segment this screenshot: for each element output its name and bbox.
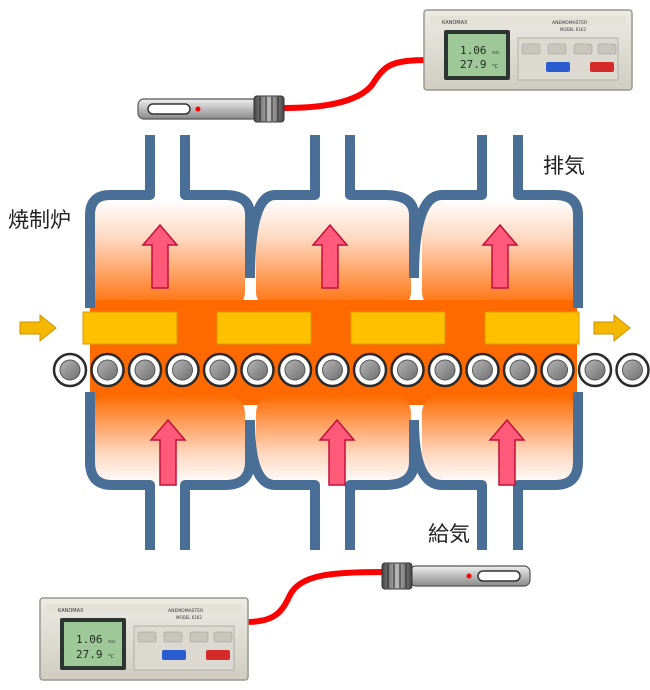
chamber-wall-bottom <box>85 392 583 550</box>
conveyor-roller-hub <box>547 359 568 381</box>
conveyor-roller-hub <box>584 359 606 381</box>
heat-arrow-up <box>149 418 187 486</box>
conveyor-roller-hub <box>622 359 643 381</box>
meter-button-red <box>206 650 230 660</box>
intake-label: 給気 <box>428 522 470 546</box>
meter-button <box>597 43 617 55</box>
probe-sensor-window <box>147 103 191 115</box>
conveyor-roller-hub <box>284 359 306 381</box>
conveyor-roller-hub <box>172 359 193 381</box>
meter-reading-temperature: 27.9 <box>76 648 103 661</box>
meter-button <box>163 631 183 643</box>
meter-button-blue <box>546 62 570 72</box>
meter-reading-velocity: 1.06 <box>460 44 487 57</box>
chamber-wall-top <box>85 135 583 308</box>
heat-arrow-up <box>481 223 519 289</box>
meter-model-number: MODEL 6162 <box>176 615 202 620</box>
meter-model-name: ANEMOMASTER <box>552 20 587 26</box>
anemometer-bottom: KANOMAX ANEMOMASTER MODEL 6162 1.06 m/s … <box>39 597 249 681</box>
meter-reading-velocity: 1.06 <box>76 633 103 646</box>
meter-lcd <box>448 34 506 76</box>
cable-top <box>281 57 433 111</box>
meter-brand: KANOMAX <box>442 20 468 26</box>
meter-button-red <box>590 62 614 72</box>
meter-reading-velocity-unit: m/s <box>492 50 499 55</box>
work-piece <box>82 311 178 345</box>
probe-sensor-dot <box>466 573 472 579</box>
conveyor-roller-hub <box>359 359 381 381</box>
meter-reading-temperature: 27.9 <box>460 58 487 71</box>
meter-brand: KANOMAX <box>58 608 84 614</box>
meter-button-blue <box>162 650 186 660</box>
intake-arrows <box>149 418 526 486</box>
conveyor-roller-hub <box>59 359 81 381</box>
meter-model-name: ANEMOMASTER <box>168 608 203 614</box>
meter-button <box>213 631 233 643</box>
meter-reading-temperature-unit: °C <box>108 654 115 660</box>
exhaust-arrows <box>141 223 519 289</box>
meter-lcd <box>64 622 122 666</box>
work-piece <box>350 311 446 345</box>
heat-arrow-up <box>311 223 349 289</box>
heat-arrow-up <box>318 418 356 486</box>
meter-button <box>521 43 541 55</box>
meter-model-number: MODEL 6162 <box>560 27 586 32</box>
furnace-label: 焼制炉 <box>8 208 71 232</box>
conveyor-roller-hub <box>134 359 156 381</box>
conveyor-roller-hub <box>322 359 343 381</box>
work-pieces <box>82 311 580 345</box>
inflow-arrow <box>19 313 57 343</box>
work-piece <box>484 311 580 345</box>
meter-reading-velocity-unit: m/s <box>108 639 115 644</box>
probe-top <box>137 95 285 123</box>
conveyor-roller-hub <box>97 359 118 381</box>
anemometer-top: KANOMAX ANEMOMASTER MODEL 6162 1.06 m/s … <box>423 9 633 91</box>
conveyor-rollers <box>52 352 650 388</box>
conveyor-roller-hub <box>509 359 531 381</box>
meter-button <box>573 43 593 55</box>
conveyor-roller-hub <box>247 359 268 381</box>
exhaust-label: 排気 <box>543 154 585 178</box>
probe-bottom <box>381 562 531 590</box>
conveyor-roller-hub <box>397 359 418 381</box>
conveyor-roller-hub <box>209 359 231 381</box>
probe-sensor-window <box>477 570 521 582</box>
meter-button <box>189 631 209 643</box>
outflow-arrow <box>593 313 631 343</box>
work-piece <box>216 311 312 345</box>
conveyor-roller-hub <box>472 359 493 381</box>
meter-button <box>137 631 157 643</box>
conveyor-roller-hub <box>434 359 456 381</box>
heat-arrow-up <box>488 418 526 486</box>
probe-grip <box>381 562 413 590</box>
heat-arrow-up <box>141 223 179 289</box>
probe-grip <box>253 95 285 123</box>
meter-button <box>547 43 567 55</box>
cable-bottom <box>243 569 385 625</box>
probe-sensor-dot <box>195 106 201 112</box>
meter-reading-temperature-unit: °C <box>492 64 499 70</box>
